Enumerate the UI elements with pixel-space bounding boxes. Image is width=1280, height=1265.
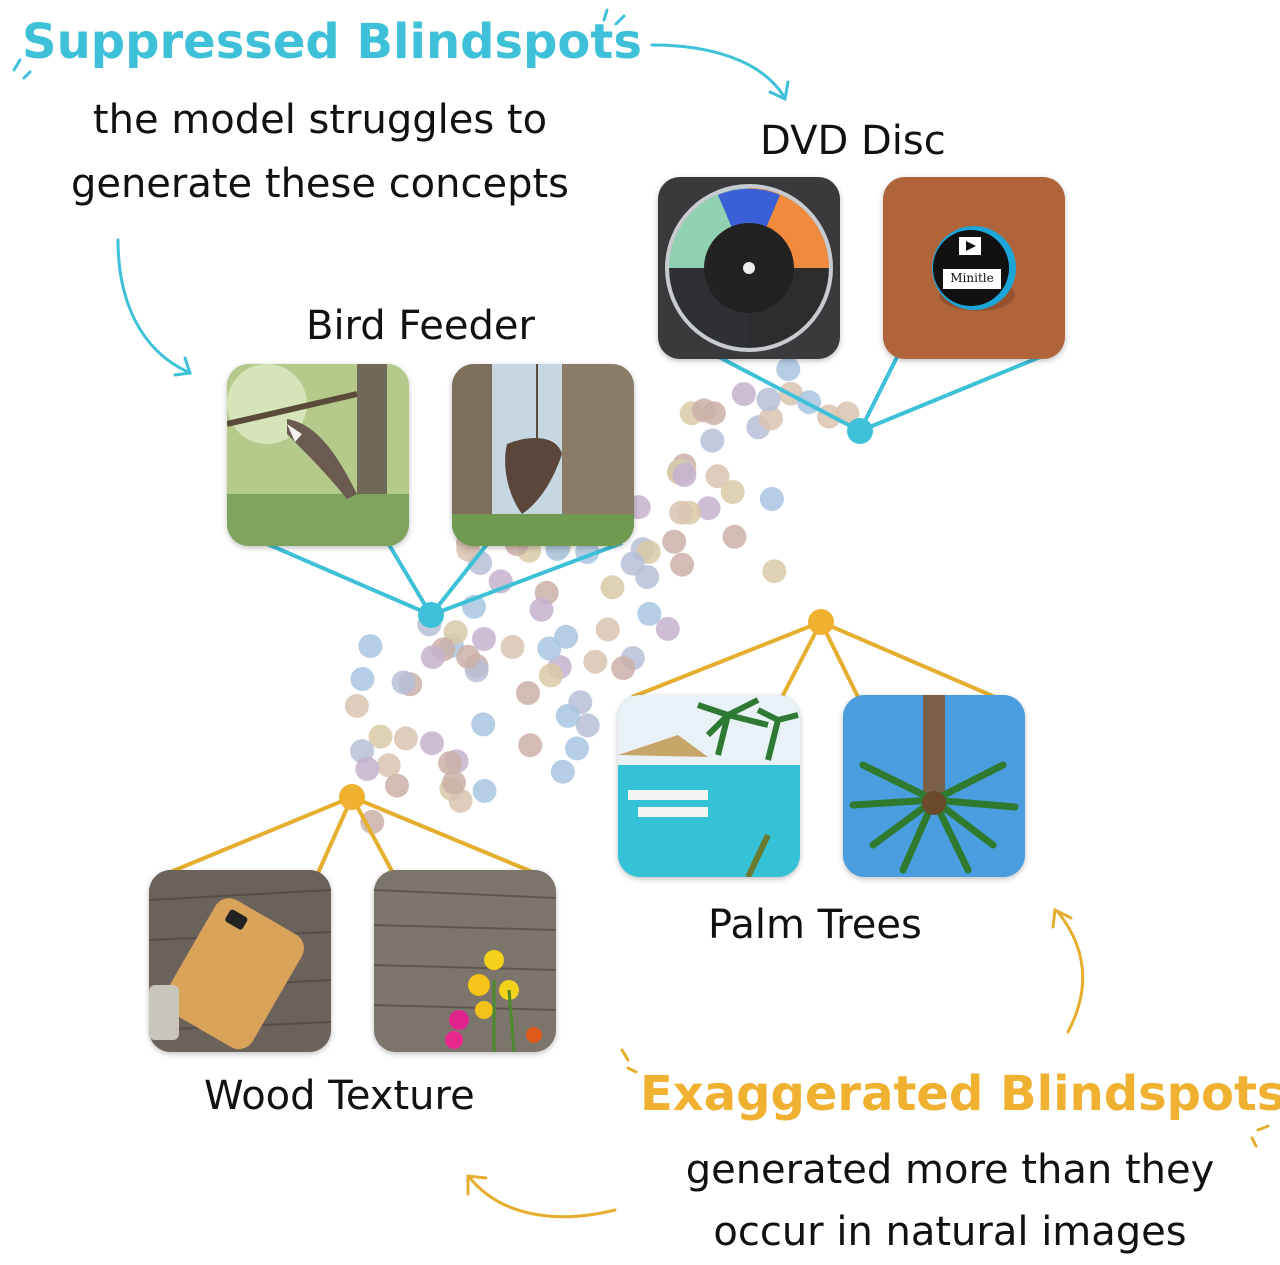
exaggerated-line-1: generated more than they bbox=[685, 1147, 1215, 1193]
scatter-dot-icon bbox=[516, 681, 540, 705]
dvd-image-2: Minitle bbox=[883, 177, 1065, 359]
scatter-dot-icon bbox=[420, 731, 444, 756]
scatter-dot-icon bbox=[438, 751, 463, 776]
dvd-connectors bbox=[714, 353, 1046, 433]
arrow-icon bbox=[116, 238, 192, 377]
palm-connectors bbox=[631, 620, 996, 699]
scatter-dot-icon bbox=[776, 357, 801, 382]
scatter-dot-icon bbox=[500, 635, 525, 659]
scatter-dot-icon bbox=[696, 496, 721, 521]
scatter-dot-icon bbox=[762, 559, 787, 584]
scatter-dot-icon bbox=[518, 733, 543, 758]
scatter-dot-icon bbox=[376, 753, 401, 778]
scatter-dot-icon bbox=[472, 778, 497, 803]
scatter-dot-icon bbox=[472, 627, 496, 651]
dvd-label: DVD Disc bbox=[760, 118, 946, 164]
scatter-dot-icon bbox=[611, 656, 636, 681]
scatter-dot-icon bbox=[722, 524, 747, 549]
scatter-dot-icon bbox=[538, 663, 563, 688]
scatter-dot-icon bbox=[385, 773, 409, 798]
dvd-node-icon bbox=[847, 418, 873, 444]
scatter-dot-icon bbox=[670, 552, 695, 577]
scatter-dot-icon bbox=[700, 428, 725, 453]
scatter-dot-icon bbox=[448, 788, 473, 813]
scatter-dot-icon bbox=[391, 670, 416, 695]
scatter-dot-icon bbox=[456, 644, 481, 669]
suppressed-title: Suppressed Blindspots bbox=[22, 14, 642, 70]
scatter-dot-icon bbox=[355, 757, 380, 781]
bird-label: Bird Feeder bbox=[306, 303, 535, 349]
bird-image-2 bbox=[452, 364, 634, 546]
scatter-dot-icon bbox=[537, 636, 562, 661]
dvd-image-1 bbox=[658, 177, 840, 359]
scatter-dot-icon bbox=[393, 726, 418, 751]
scatter-dot-icon bbox=[705, 464, 730, 489]
wood-image-2 bbox=[374, 870, 556, 1052]
scatter-dot-icon bbox=[692, 398, 716, 423]
scatter-dot-icon bbox=[758, 406, 783, 431]
palm-node-icon bbox=[808, 609, 834, 635]
disc-text: Minitle bbox=[950, 271, 994, 285]
scatter-dot-icon bbox=[756, 387, 781, 412]
scatter-dot-icon bbox=[583, 649, 608, 674]
wood-label: Wood Texture bbox=[204, 1073, 475, 1119]
suppressed-line-2: generate these concepts bbox=[70, 161, 570, 207]
wood-connectors bbox=[167, 795, 536, 875]
scatter-dot-icon bbox=[420, 645, 445, 670]
arrow-icon bbox=[650, 43, 790, 102]
scatter-dot-icon bbox=[595, 617, 620, 642]
palm-image-2 bbox=[843, 695, 1025, 877]
wood-node-icon bbox=[339, 784, 365, 810]
scatter-dot-icon bbox=[620, 551, 645, 576]
bird-node-icon bbox=[418, 602, 444, 628]
scatter-dot-icon bbox=[529, 597, 554, 622]
scatter-dot-icon bbox=[360, 810, 385, 834]
emphasis-marks-icon bbox=[12, 8, 626, 80]
scatter-dot-icon bbox=[720, 480, 745, 504]
scatter-dot-icon bbox=[554, 624, 579, 649]
suppressed-line-1: the model struggles to bbox=[92, 97, 548, 143]
scatter-dot-icon bbox=[759, 487, 784, 511]
palm-label: Palm Trees bbox=[708, 902, 922, 948]
scatter-dot-icon bbox=[550, 759, 575, 784]
scatter-dot-icon bbox=[443, 620, 468, 645]
scatter-dot-icon bbox=[358, 634, 383, 659]
scatter-dot-icon bbox=[731, 382, 756, 407]
exaggerated-title: Exaggerated Blindspots bbox=[640, 1066, 1280, 1122]
wood-image-1 bbox=[149, 870, 331, 1052]
exaggerated-line-2: occur in natural images bbox=[713, 1209, 1187, 1255]
arrow-icon bbox=[1051, 907, 1085, 1034]
scatter-dot-icon bbox=[655, 616, 680, 641]
arrow-icon bbox=[466, 1174, 617, 1219]
scatter-dot-icon bbox=[672, 463, 697, 487]
scatter-dot-icon bbox=[471, 712, 496, 737]
scatter-dot-icon bbox=[637, 601, 662, 626]
scatter-dot-icon bbox=[662, 529, 687, 554]
scatter-dot-icon bbox=[669, 500, 694, 525]
scatter-dot-icon bbox=[368, 724, 393, 749]
palm-image-1 bbox=[618, 695, 800, 877]
scatter-dot-icon bbox=[600, 575, 625, 600]
scatter-dot-icon bbox=[575, 713, 600, 738]
scatter-dot-icon bbox=[350, 667, 375, 691]
scatter-dot-icon bbox=[565, 736, 589, 761]
scatter-dot-icon bbox=[555, 703, 580, 728]
bird-image-1 bbox=[227, 364, 409, 546]
scatter-dot-icon bbox=[442, 770, 466, 795]
bird-connectors bbox=[264, 541, 623, 617]
emphasis-marks-icon bbox=[620, 1048, 1270, 1148]
scatter-dot-icon bbox=[344, 693, 369, 718]
